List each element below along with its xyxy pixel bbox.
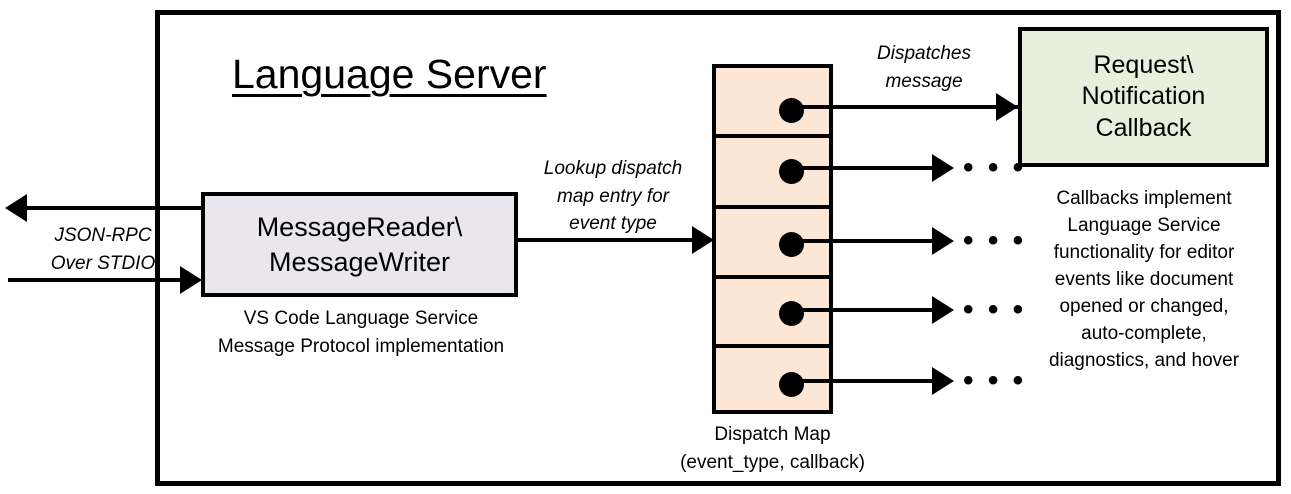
request-notification-callback-text: Request\ Notification Callback	[1082, 50, 1206, 145]
dispatch-map-row-divider	[716, 275, 829, 279]
callback-line3: Callback	[1095, 113, 1192, 142]
message-reader-writer-text: MessageReader\ MessageWriter	[257, 210, 463, 278]
lookup-dispatch-label: Lookup dispatch map entry for event type	[520, 155, 706, 238]
dispatch-row2-ellipsis-icon: • • •	[963, 151, 1027, 184]
dispatch-map-entry-dot	[779, 301, 804, 326]
dispatches-message-label-line2: message	[885, 70, 963, 92]
dispatch-map-caption-line2: (event_type, callback)	[680, 451, 865, 473]
dispatch-map-caption-line1: Dispatch Map	[714, 424, 831, 445]
dispatch-row4-arrowhead-icon	[932, 296, 954, 324]
dispatch-row1-arrowhead-icon	[996, 93, 1018, 121]
dispatch-row3-arrowhead-icon	[932, 227, 954, 255]
callback-caption-line1: Callbacks implement	[1056, 188, 1232, 209]
message-reader-writer-caption-line2: Message Protocol implementation	[217, 335, 505, 357]
dispatch-row3-ellipsis-icon: • • •	[963, 224, 1027, 257]
callback-line1: Request\	[1093, 50, 1194, 79]
dispatch-row5-ellipsis-icon: • • •	[963, 364, 1027, 397]
dispatches-message-label: Dispatches message	[840, 40, 1008, 95]
dispatch-row1-connector-line	[786, 105, 1019, 109]
dispatch-row2-connector-line	[786, 166, 938, 170]
request-notification-callback-box[interactable]: Request\ Notification Callback	[1018, 27, 1269, 167]
lookup-dispatch-label-line1: Lookup dispatch	[543, 158, 683, 179]
dispatch-row5-arrowhead-icon	[932, 367, 954, 395]
dispatches-message-label-line1: Dispatches	[877, 43, 971, 64]
io-protocol-label-line1: JSON-RPC	[54, 225, 152, 246]
dispatch-row3-connector-line	[786, 239, 938, 243]
message-reader-writer-caption: VS Code Language Service Message Protoco…	[196, 305, 526, 360]
io-protocol-label: JSON-RPC Over STDIO	[28, 222, 178, 277]
dispatch-map-entry-dot	[779, 372, 804, 397]
lookup-connector-line	[518, 238, 698, 242]
dispatch-row4-connector-line	[786, 308, 938, 312]
callback-caption-line7: diagnostics, and hover	[1048, 349, 1240, 371]
dispatch-map-caption: Dispatch Map (event_type, callback)	[645, 421, 900, 476]
lookup-arrowhead-icon	[692, 226, 714, 254]
dispatch-map-entry-dot	[779, 159, 804, 184]
dispatch-row2-arrowhead-icon	[932, 154, 954, 182]
outbound-arrowhead-icon	[5, 194, 27, 222]
message-reader-line: MessageReader\	[256, 212, 463, 243]
callback-caption-line5: opened or changed,	[1059, 295, 1229, 317]
callback-caption-line2: Language Service	[1067, 214, 1221, 236]
dispatch-map-entry-dot	[779, 232, 804, 257]
dispatch-map-row-divider	[716, 134, 829, 138]
dispatch-map-entry-dot	[779, 98, 804, 123]
message-reader-writer-box[interactable]: MessageReader\ MessageWriter	[201, 192, 518, 297]
outbound-connector-line	[25, 206, 205, 210]
message-reader-writer-caption-line1: VS Code Language Service	[243, 308, 479, 329]
io-protocol-label-line2: Over STDIO	[50, 252, 156, 274]
callback-description-caption: Callbacks implement Language Service fun…	[1008, 186, 1280, 375]
callback-caption-line3: functionality for editor	[1053, 241, 1235, 263]
lookup-dispatch-label-line2: map entry for	[557, 185, 669, 207]
dispatch-map-row-divider	[716, 344, 829, 348]
language-server-frame	[155, 10, 1281, 486]
inbound-connector-line	[8, 278, 188, 282]
callback-caption-line6: auto-complete,	[1081, 322, 1207, 344]
callback-line2: Notification	[1081, 82, 1206, 111]
callback-caption-line4: events like document	[1054, 268, 1234, 290]
lookup-dispatch-label-line3: event type	[569, 213, 657, 235]
dispatch-row4-ellipsis-icon: • • •	[963, 293, 1027, 326]
dispatch-map-row-divider	[716, 205, 829, 209]
dispatch-row5-connector-line	[786, 379, 938, 383]
inbound-arrowhead-icon	[180, 266, 202, 294]
page-title: Language Server	[232, 51, 547, 97]
message-writer-line: MessageWriter	[268, 246, 451, 277]
